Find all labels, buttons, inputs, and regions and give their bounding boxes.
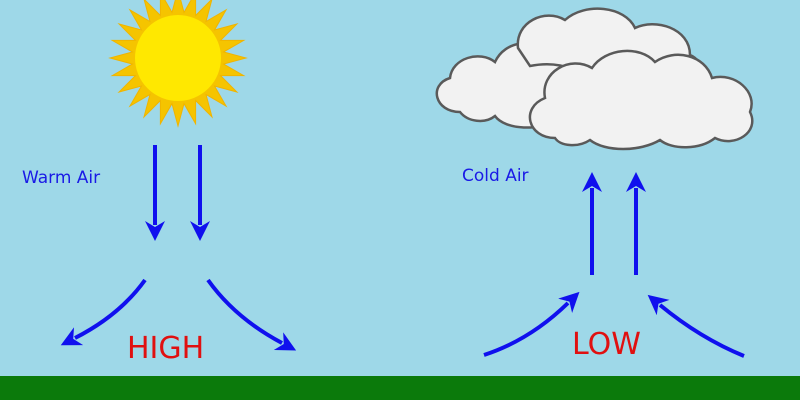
sun-icon: [108, 0, 248, 128]
cold-air-label: Cold Air: [462, 166, 529, 186]
warm-air-label: Warm Air: [22, 168, 100, 188]
outflow-arrow-right: [206, 278, 297, 351]
high-pressure-label: HIGH: [127, 331, 204, 366]
inflow-arrow-right: [647, 294, 745, 358]
low-pressure-arrows: [483, 172, 745, 358]
cloud-icon: [435, 7, 754, 151]
ground-strip: [0, 376, 800, 400]
outflow-arrow-left: [60, 278, 147, 346]
low-pressure-label: LOW: [572, 327, 641, 362]
high-pressure-arrows: [60, 145, 297, 351]
inflow-arrow-left: [483, 291, 580, 357]
